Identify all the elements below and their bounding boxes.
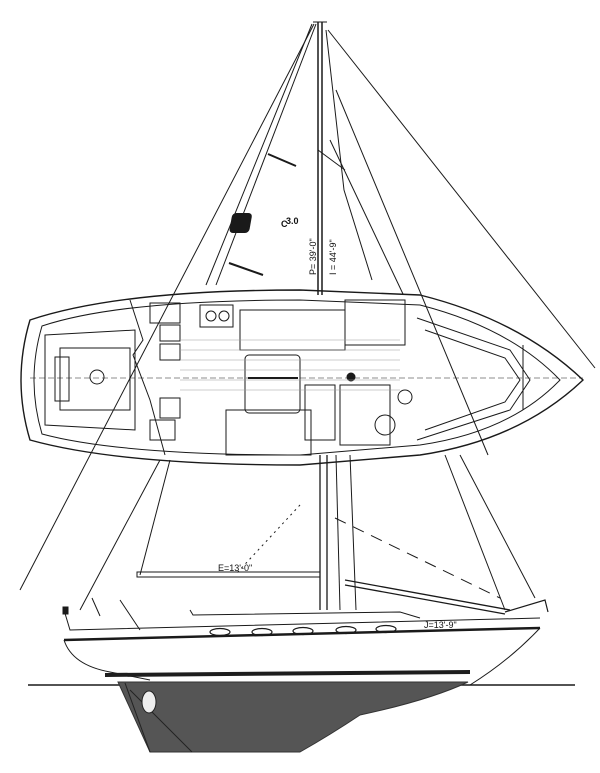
logo-model: 3.0: [286, 216, 299, 226]
class-logo: C 3.0: [229, 213, 299, 233]
dimension-e-label: E=13'-0": [218, 563, 252, 573]
sail-plan: [19, 21, 596, 591]
hull-profile: [28, 454, 575, 686]
dimension-i-label: I = 44'-9": [328, 239, 338, 275]
dimension-p-label: P= 39'-0": [308, 238, 318, 275]
keel: [117, 681, 469, 753]
dimension-j-label: J=13'-9": [424, 620, 457, 630]
accommodation-plan: [20, 289, 585, 466]
rudder: [124, 682, 193, 753]
logo-mark: C: [281, 219, 288, 229]
